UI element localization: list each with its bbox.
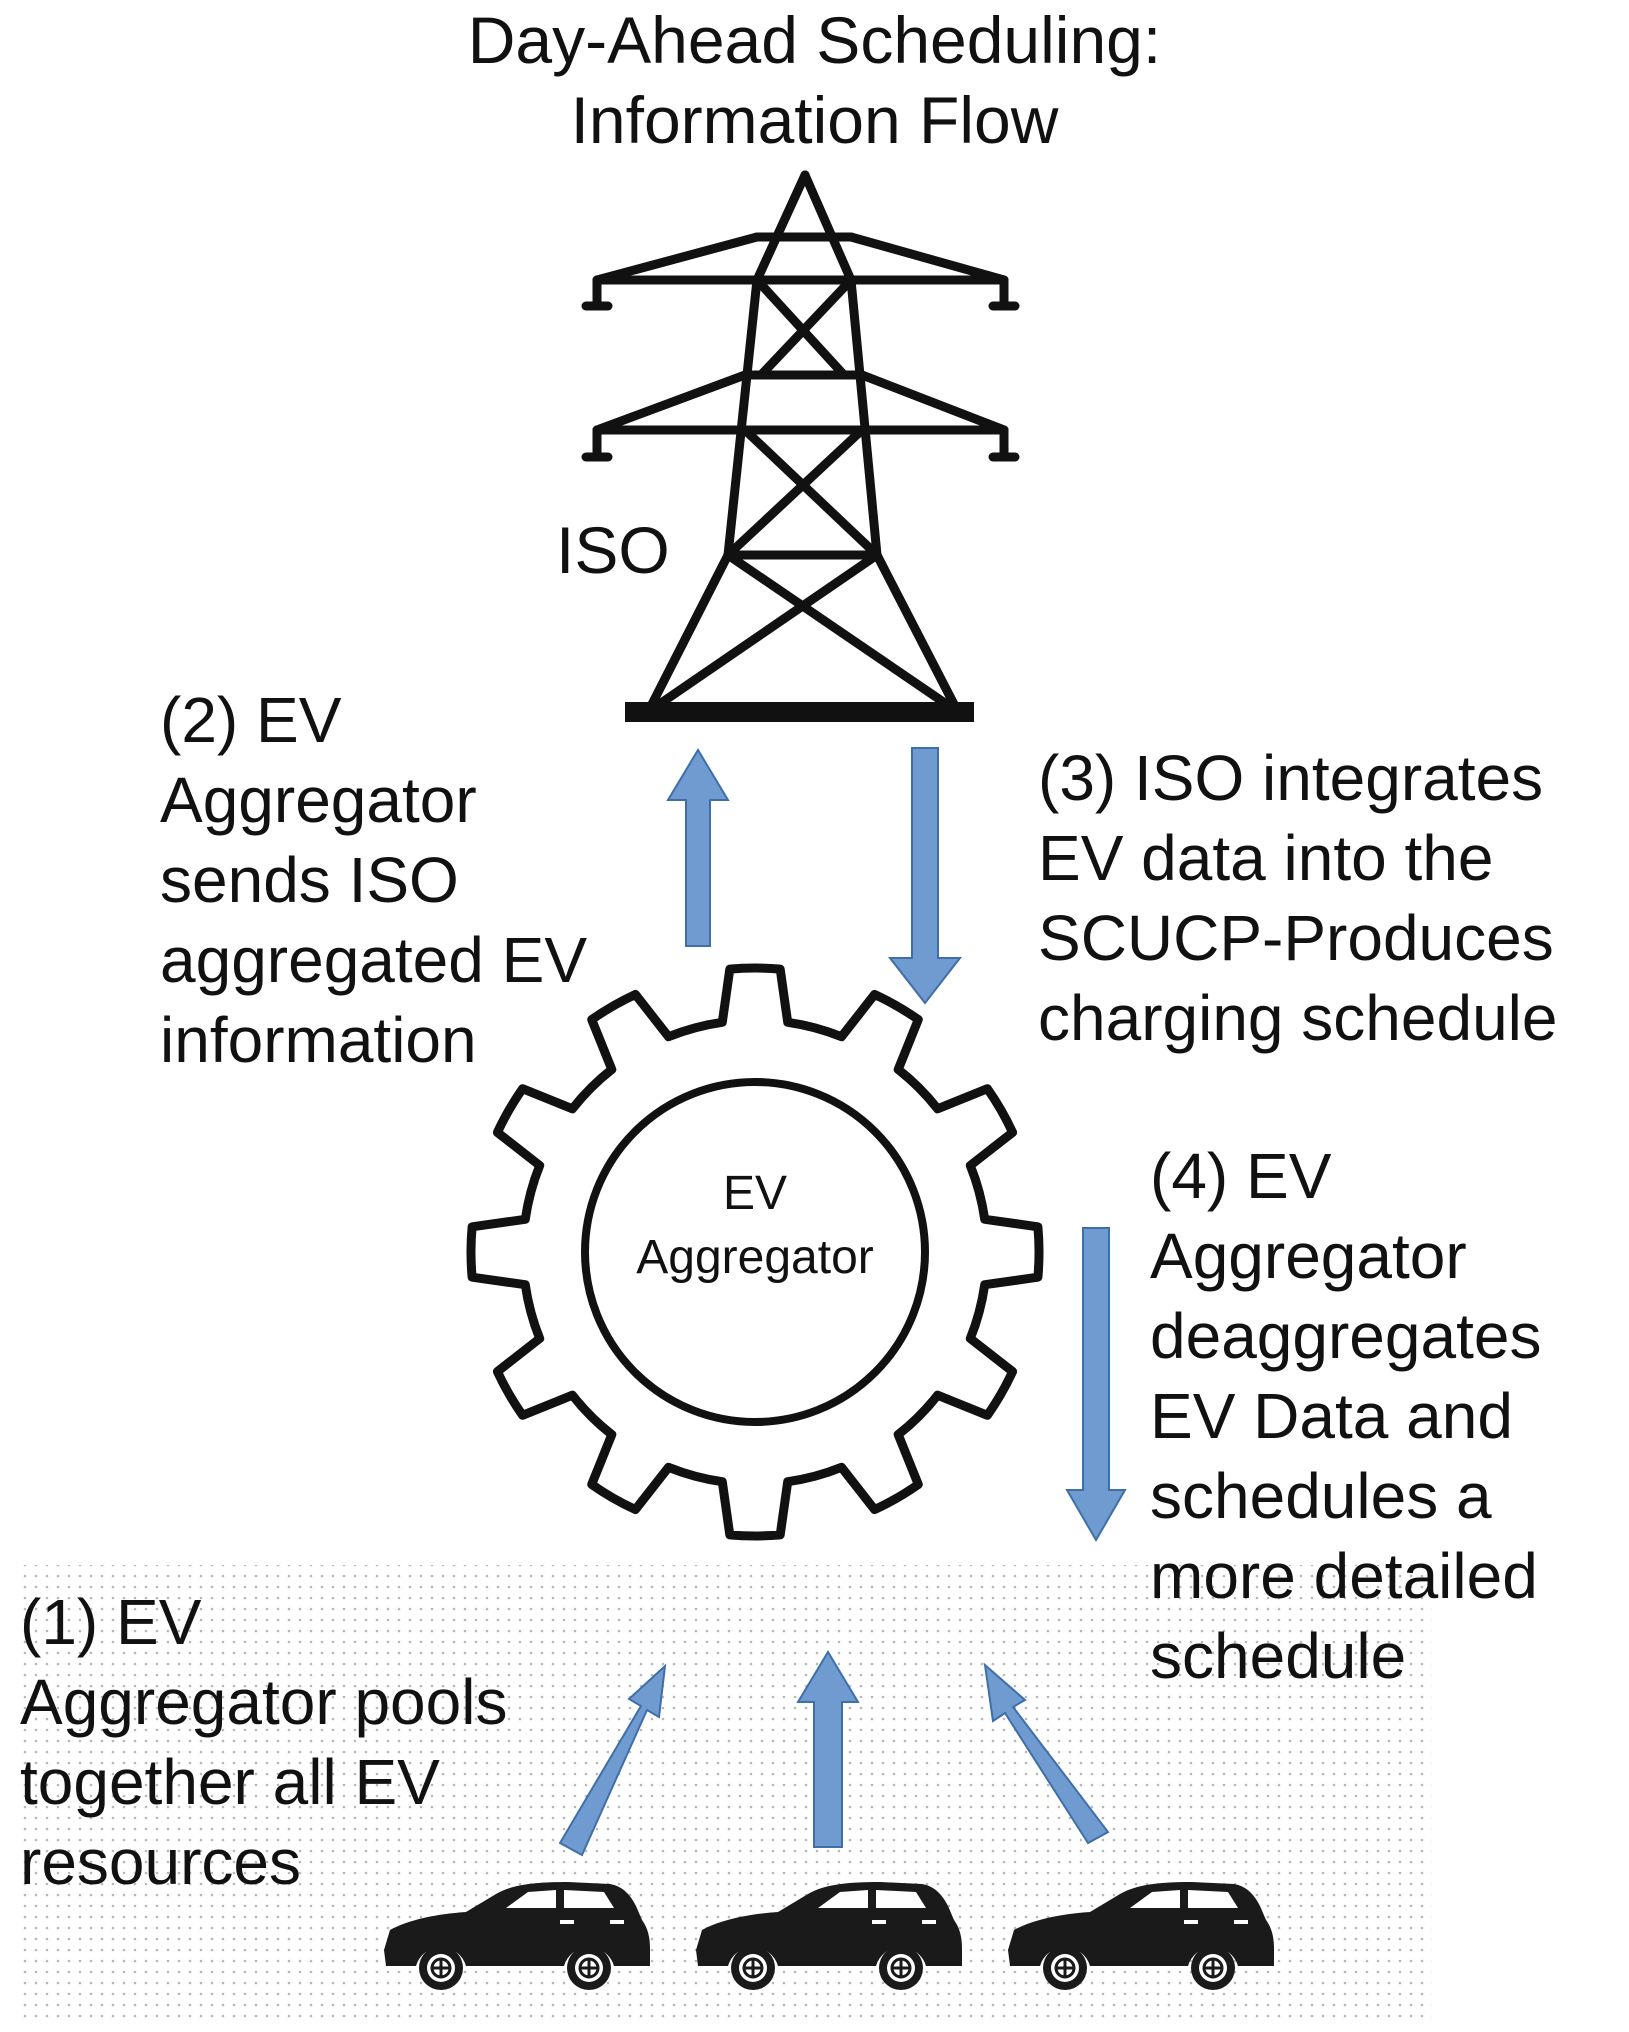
step-3-line: (3) ISO integrates (1038, 742, 1544, 814)
aggregator-label-line-2: Aggregator (636, 1231, 874, 1284)
step-2-line: aggregated EV (160, 924, 587, 996)
diagram-title: Day-Ahead Scheduling: Information Flow (0, 0, 1629, 160)
aggregator-label-line-1: EV (722, 1167, 788, 1220)
arrow-up-icon (983, 1662, 1110, 1845)
step-4-line: EV Data and (1150, 1380, 1513, 1452)
step-3-line: EV data into the (1038, 822, 1494, 894)
aggregator-label: EV Aggregator (610, 1162, 900, 1290)
step-3-line: SCUCP-Produces (1038, 902, 1554, 974)
step-2-line: Aggregator (160, 764, 477, 836)
arrow-up-icon (558, 1663, 667, 1857)
step-4-line: schedule (1150, 1620, 1407, 1692)
arrow-up-icon (666, 748, 730, 947)
step-4-line: more detailed (1150, 1540, 1538, 1612)
step-2-line: sends ISO (160, 844, 459, 916)
step-4-line: (4) EV (1150, 1140, 1332, 1212)
car-icon (384, 1882, 650, 1990)
gear-icon (466, 963, 1044, 1541)
step-4-line: deaggregates (1150, 1300, 1542, 1372)
arrow-down-icon (1065, 1227, 1127, 1542)
step-4-text: (4) EV Aggregator deaggregates EV Data a… (1150, 1136, 1541, 1696)
step-4-line: Aggregator (1150, 1220, 1467, 1292)
step-4-line: schedules a (1150, 1460, 1492, 1532)
title-line-2: Information Flow (570, 83, 1059, 157)
step-2-line: information (160, 1004, 477, 1076)
step-1-line: Aggregator pools (20, 1666, 508, 1738)
step-1-text: (1) EV Aggregator pools together all EV … (20, 1582, 507, 1902)
transmission-tower-icon (581, 170, 1020, 722)
step-3-line: charging schedule (1038, 982, 1558, 1054)
step-1-line: resources (20, 1826, 301, 1898)
iso-label: ISO (556, 513, 670, 587)
step-1-line: together all EV (20, 1746, 440, 1818)
step-2-line: (2) EV (160, 684, 342, 756)
step-2-text: (2) EV Aggregator sends ISO aggregated E… (160, 680, 587, 1080)
arrow-down-icon (887, 747, 963, 1005)
step-3-text: (3) ISO integrates EV data into the SCUC… (1038, 738, 1557, 1058)
step-1-line: (1) EV (20, 1586, 202, 1658)
arrow-up-icon (796, 1650, 860, 1848)
title-line-1: Day-Ahead Scheduling: (467, 3, 1162, 77)
